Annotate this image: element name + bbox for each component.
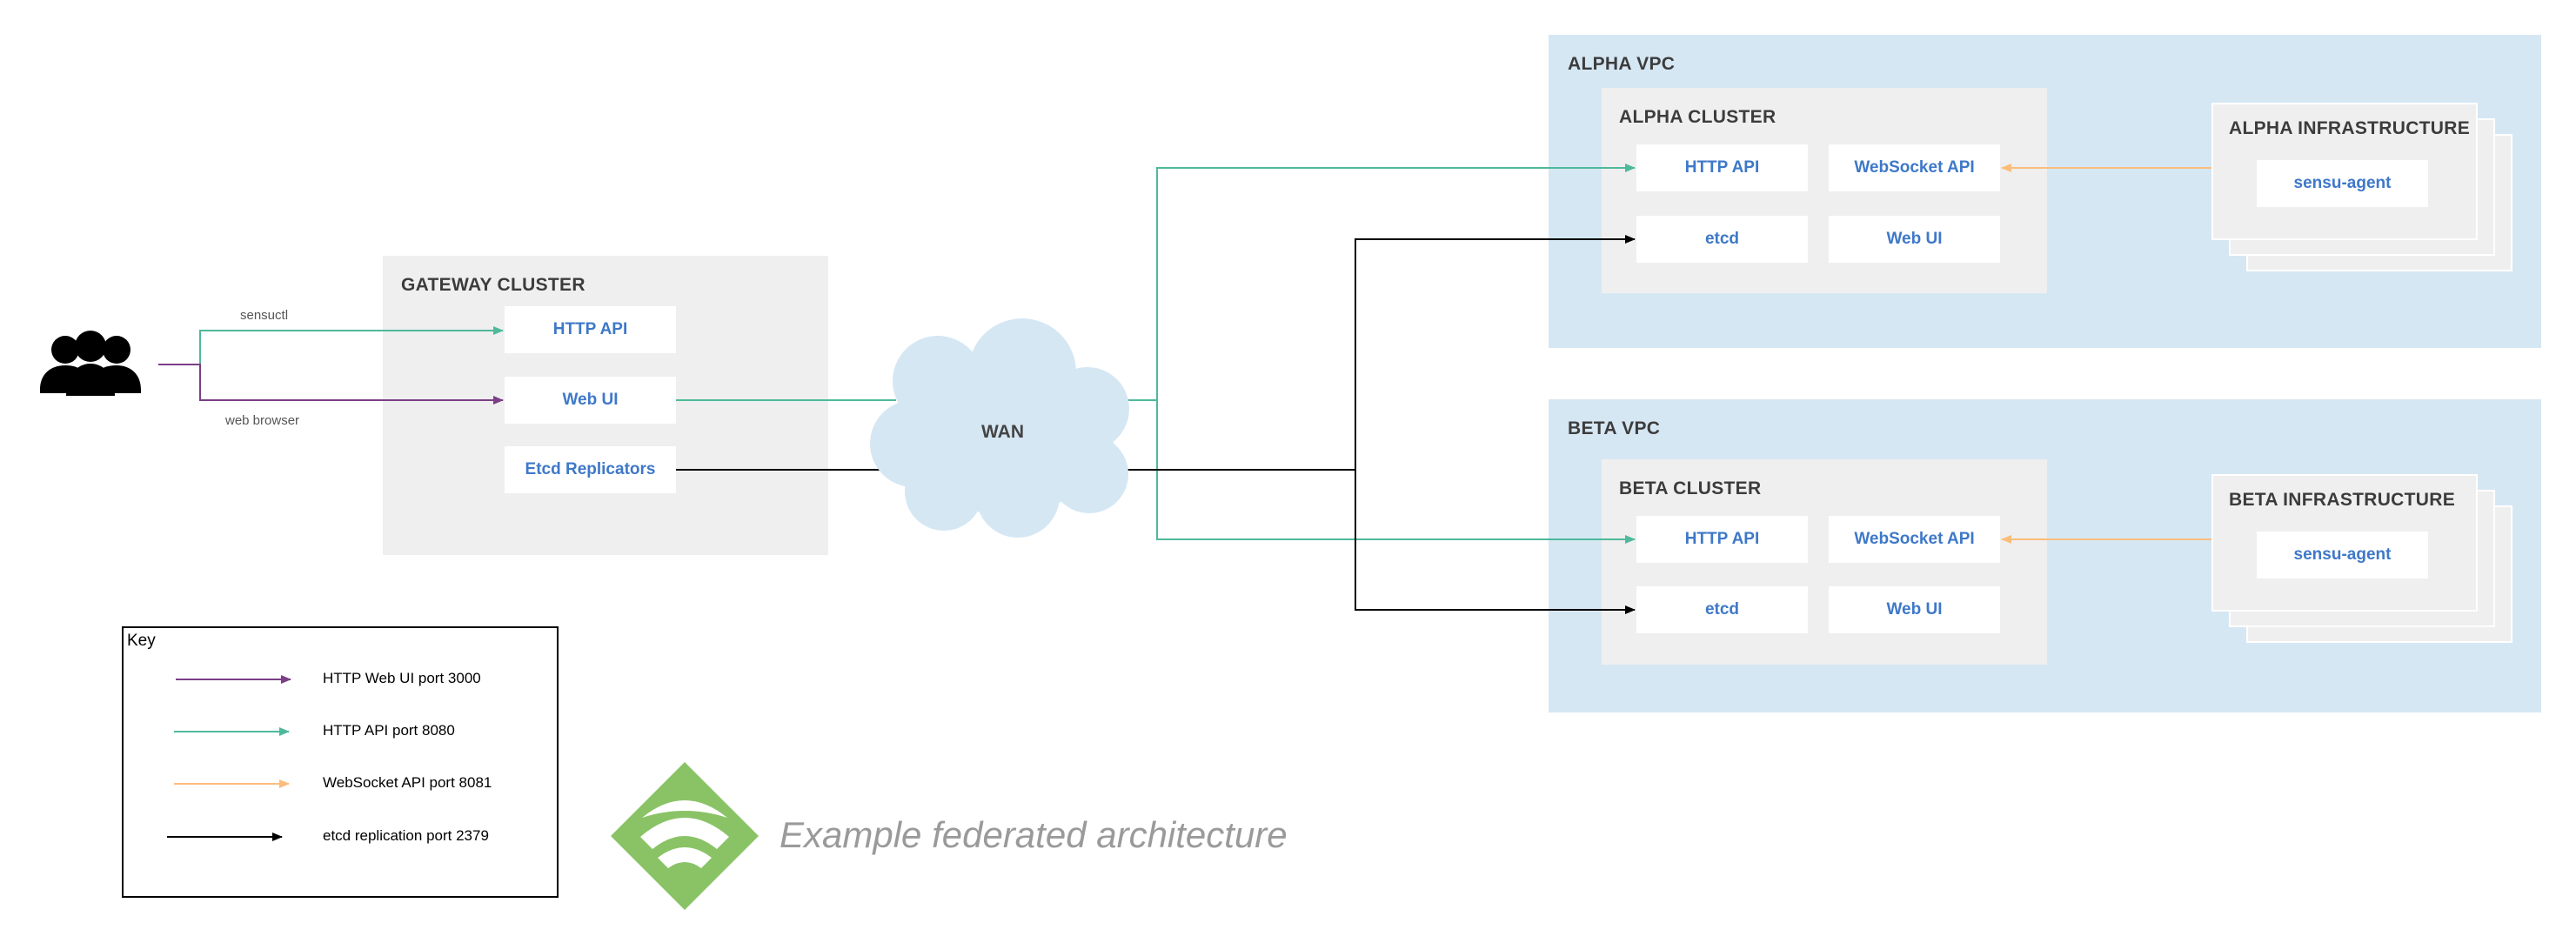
sensu-logo-icon bbox=[611, 762, 759, 910]
beta-etcd-node[interactable]: etcd bbox=[1636, 586, 1808, 633]
key-item-label: HTTP Web UI port 3000 bbox=[323, 670, 481, 686]
alpha-cluster-title: ALPHA CLUSTER bbox=[1619, 107, 1776, 127]
alpha-websocket-api-node[interactable]: WebSocket API bbox=[1829, 144, 2000, 191]
wan-cloud-icon bbox=[870, 318, 1129, 538]
web-browser-connector bbox=[158, 364, 504, 405]
key-title: Key bbox=[127, 632, 156, 650]
alpha-web-ui-node[interactable]: Web UI bbox=[1829, 216, 2000, 263]
alpha-etcd-node[interactable]: etcd bbox=[1636, 216, 1808, 263]
beta-infrastructure: BETA INFRASTRUCTURE bbox=[2211, 474, 2478, 612]
gateway-http-api-node[interactable]: HTTP API bbox=[505, 306, 676, 353]
beta-cluster-title: BETA CLUSTER bbox=[1619, 478, 1762, 498]
key-item-label: WebSocket API port 8081 bbox=[323, 774, 492, 791]
web-browser-label: web browser bbox=[225, 413, 300, 428]
gateway-etcd-replicators-node[interactable]: Etcd Replicators bbox=[505, 446, 676, 493]
diagram-caption: Example federated architecture bbox=[779, 814, 1288, 855]
beta-websocket-api-node[interactable]: WebSocket API bbox=[1829, 516, 2000, 563]
alpha-sensu-agent-node[interactable]: sensu-agent bbox=[2257, 160, 2428, 207]
beta-http-api-node[interactable]: HTTP API bbox=[1636, 516, 1808, 563]
wan-to-alpha-http-connector bbox=[1122, 164, 1636, 401]
beta-web-ui-node[interactable]: Web UI bbox=[1829, 586, 2000, 633]
wan-to-beta-etcd-connector bbox=[1355, 470, 1636, 614]
wan-label: WAN bbox=[981, 422, 1024, 442]
sensuctl-label: sensuctl bbox=[240, 308, 289, 323]
key-item-label: HTTP API port 8080 bbox=[323, 722, 455, 739]
key-swatches bbox=[167, 675, 291, 841]
beta-sensu-agent-node[interactable]: sensu-agent bbox=[2257, 532, 2428, 579]
gateway-web-ui-node[interactable]: Web UI bbox=[505, 377, 676, 424]
sensuctl-connector bbox=[158, 326, 504, 365]
legend-key: Key HTTP Web UI port 3000 HTTP API port … bbox=[122, 626, 559, 898]
wan-to-beta-http-connector bbox=[1156, 400, 1636, 544]
wan-to-alpha-etcd-connector bbox=[1355, 235, 1636, 470]
users-icon bbox=[40, 331, 141, 396]
alpha-http-api-node[interactable]: HTTP API bbox=[1636, 144, 1808, 191]
alpha-vpc-title: ALPHA VPC bbox=[1568, 54, 1676, 74]
alpha-infrastructure-title: ALPHA INFRASTRUCTURE bbox=[2229, 118, 2471, 138]
beta-infrastructure-title: BETA INFRASTRUCTURE bbox=[2229, 490, 2456, 510]
key-item-label: etcd replication port 2379 bbox=[323, 827, 489, 844]
gateway-cluster-title: GATEWAY CLUSTER bbox=[401, 275, 585, 295]
beta-vpc-title: BETA VPC bbox=[1568, 418, 1661, 438]
